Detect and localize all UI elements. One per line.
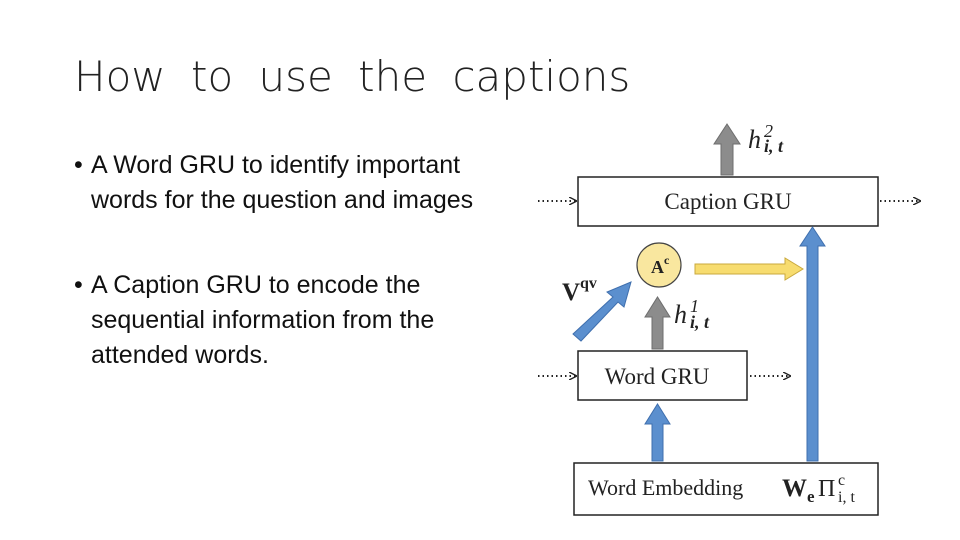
h1-sub: i, t (690, 312, 710, 332)
h1-sup: 1 (690, 296, 699, 316)
attention-node (636, 242, 682, 288)
embedding-w: W (782, 475, 807, 502)
attention-sup: c (664, 253, 670, 267)
word-gru-box (577, 350, 748, 401)
vqv-base: V (562, 279, 580, 306)
embedding-w-sub: e (807, 487, 815, 506)
h1-base: h (674, 300, 687, 329)
bullet-caption-gru: • A Caption GRU to encode the sequential… (74, 268, 474, 373)
h2-label: h 2 i, t (748, 121, 784, 156)
embedding-pi-sup: c (838, 472, 845, 489)
embedding-pi: Π (818, 476, 835, 502)
bullet-text: A Word GRU to identify important words f… (91, 151, 474, 214)
h1-label: h 1 i, t (674, 296, 710, 332)
caption-gru-label: Caption GRU (664, 189, 792, 214)
gray-arrow-h1 (644, 296, 671, 350)
bullet-dot: • (74, 271, 83, 299)
gray-arrow-h2 (713, 123, 741, 176)
vqv-label: V qv (562, 275, 597, 306)
bullet-text: A Caption GRU to encode the sequential i… (91, 271, 435, 369)
vqv-sup: qv (580, 275, 597, 292)
embedding-formula: W e Π c i, t (782, 472, 855, 506)
blue-arrow-embed-to-word (644, 403, 671, 462)
h2-sub: i, t (764, 136, 784, 156)
blue-arrow-vqv (572, 281, 632, 342)
word-embedding-box (573, 462, 879, 516)
attention-base: A (651, 257, 664, 277)
word-gru-label: Word GRU (605, 364, 710, 389)
caption-gru-diagram: Caption GRU Word GRU Word Embedding W e … (538, 121, 940, 516)
bullet-list: • A Word GRU to identify important words… (74, 148, 474, 373)
embedding-pi-sub: i, t (838, 489, 855, 506)
h2-base: h (748, 125, 761, 154)
caption-gru-box (577, 176, 879, 227)
h2-sup: 2 (764, 121, 773, 141)
yellow-arrow-attention (694, 257, 804, 281)
bullet-dot: • (74, 151, 83, 179)
bullet-word-gru: • A Word GRU to identify important words… (74, 148, 474, 218)
word-embedding-label: Word Embedding (588, 475, 743, 500)
slide-title: How to use the captions (74, 52, 631, 101)
blue-arrow-embed-to-caption (799, 226, 826, 462)
attention-node-label: A c (651, 253, 670, 277)
